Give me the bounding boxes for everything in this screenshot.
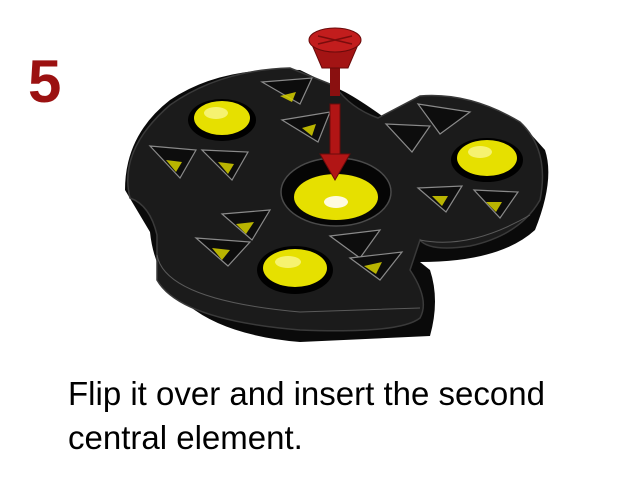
yellow-inserts [188, 99, 523, 294]
instruction-line-2: central element. [68, 419, 303, 456]
insert-arrow-icon [319, 103, 351, 182]
step-number: 5 [28, 48, 62, 115]
instruction-text: Flip it over and insert the second centr… [68, 372, 628, 460]
instruction-line-1: Flip it over and insert the second [68, 375, 545, 412]
central-element [308, 27, 362, 96]
pocket-fills [166, 92, 502, 274]
assembly-illustration [125, 27, 549, 342]
